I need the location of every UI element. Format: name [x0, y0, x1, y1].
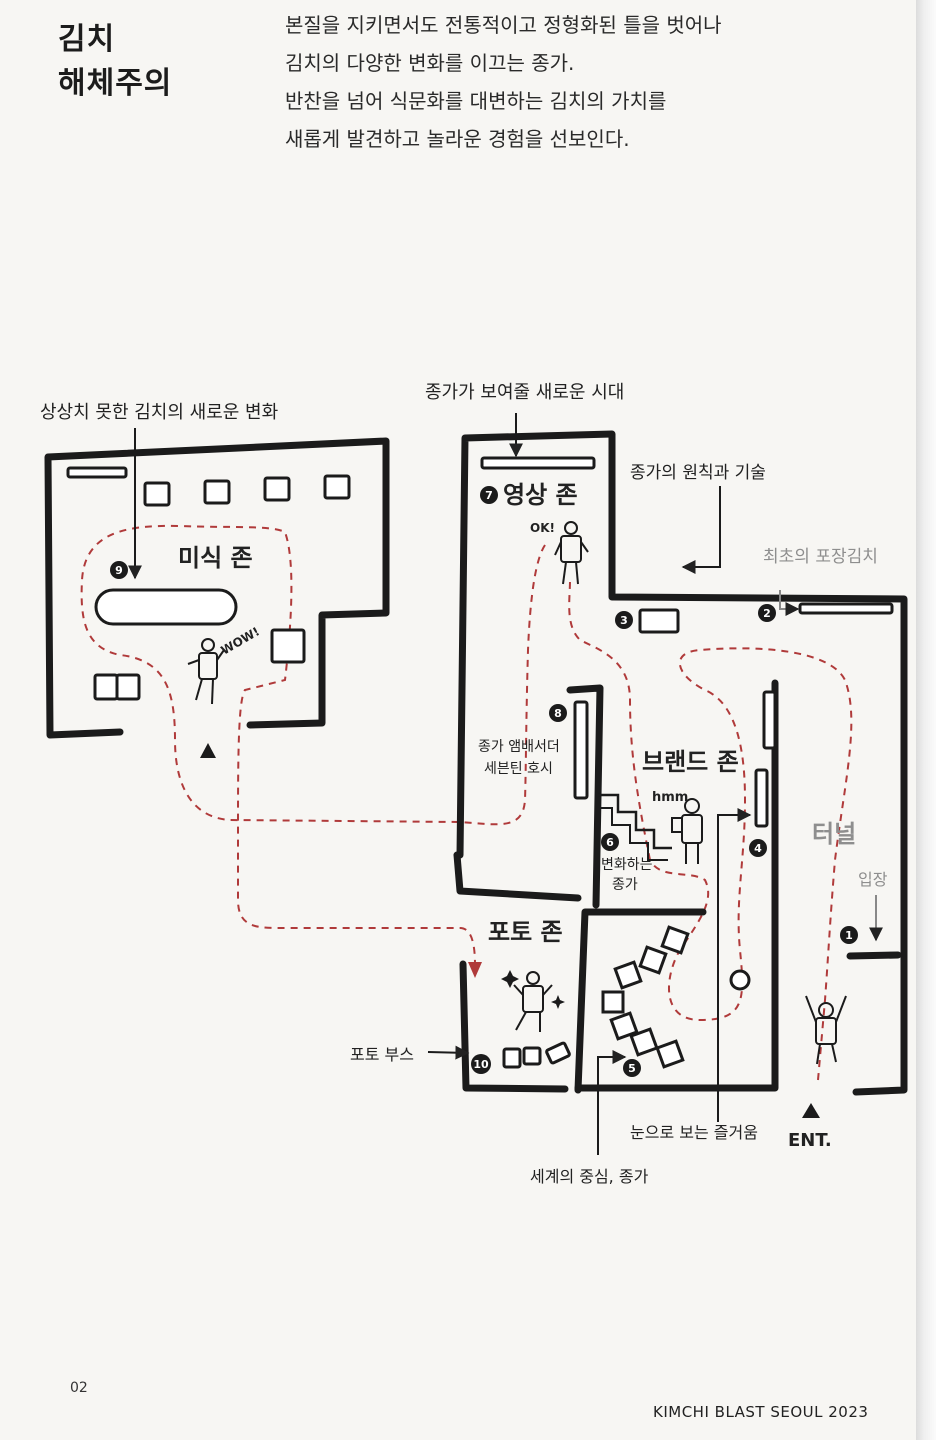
- zone-label-misik: 미식 존: [178, 544, 253, 572]
- page-edge-shadow: [916, 0, 936, 1440]
- callout-entry: 입장: [858, 870, 888, 889]
- intro-line-1: 본질을 지키면서도 전통적이고 정형화된 틀을 벗어나: [285, 13, 722, 37]
- figure-wow: [187, 638, 225, 705]
- page-number: 02: [70, 1380, 88, 1396]
- zone-label-brand: 브랜드 존: [642, 748, 739, 776]
- svg-text:3: 3: [620, 614, 628, 627]
- svg-text:9: 9: [115, 564, 123, 577]
- zone-label-photo: 포토 존: [488, 918, 563, 946]
- callout-new-era: 종가가 보여줄 새로운 시대: [425, 382, 624, 403]
- callout-lines: [128, 413, 883, 1155]
- svg-text:2: 2: [763, 607, 771, 620]
- callout-changing-1: 변화하는: [601, 857, 653, 873]
- exhibit-shapes: [66, 456, 894, 1069]
- callout-visual-joy: 눈으로 보는 즐거움: [630, 1123, 758, 1142]
- page-title: 김치 해체주의: [58, 18, 172, 106]
- entrance-label: ENT.: [788, 1130, 832, 1151]
- exclamation-hmm: hmm: [652, 790, 688, 805]
- svg-text:10: 10: [473, 1058, 489, 1071]
- intro-line-2: 김치의 다양한 변화를 이끄는 종가.: [285, 51, 575, 75]
- zone-label-tunnel: 터널: [812, 820, 856, 848]
- title-line-1: 김치: [58, 22, 116, 57]
- callout-first-packaged: 최초의 포장김치: [763, 547, 878, 567]
- entrance-marker: [802, 1103, 820, 1118]
- figure-hmm: [671, 798, 703, 864]
- intro-line-4: 새롭게 발견하고 놀라운 경험을 선보인다.: [285, 127, 630, 151]
- figure-entrance: [805, 995, 847, 1065]
- exhibition-walls: [44, 430, 908, 1096]
- misik-entry-marker: [200, 743, 216, 758]
- svg-text:1: 1: [845, 929, 853, 942]
- footer-brand: KIMCHI BLAST SEOUL 2023: [653, 1403, 869, 1421]
- svg-text:7: 7: [485, 489, 493, 502]
- callout-principles: 종가의 원칙과 기술: [630, 463, 766, 483]
- title-line-2: 해체주의: [58, 66, 173, 101]
- number-markers: 1 2 3 4 5 6 7 8 9 10: [110, 486, 858, 1077]
- zone-label-video: 영상 존: [503, 481, 578, 509]
- svg-text:8: 8: [554, 707, 562, 720]
- callout-ambassador-1: 종가 앰배서더: [478, 739, 560, 755]
- callout-photo-booth: 포토 부스: [350, 1045, 414, 1064]
- intro-line-3: 반찬을 넘어 식문화를 대변하는 김치의 가치를: [285, 89, 667, 113]
- figure-ok: [554, 521, 589, 585]
- figure-photo: [501, 970, 565, 1032]
- svg-text:5: 5: [628, 1062, 636, 1075]
- intro-paragraph: 본질을 지키면서도 전통적이고 정형화된 틀을 벗어나 김치의 다양한 변화를 …: [285, 6, 885, 158]
- exclamation-wow: WOW!: [219, 624, 263, 657]
- callout-ambassador-2: 세븐틴 호시: [484, 761, 553, 777]
- svg-text:6: 6: [606, 836, 614, 849]
- callout-world-center: 세계의 중심, 종가: [530, 1167, 649, 1186]
- route-arrowhead: [468, 962, 482, 978]
- svg-text:4: 4: [754, 842, 762, 855]
- callout-changing-2: 종가: [612, 877, 638, 893]
- stairs-graphic: [598, 793, 672, 850]
- exclamation-ok: OK!: [530, 521, 555, 535]
- callout-unexpected-change: 상상치 못한 김치의 새로운 변화: [40, 402, 278, 423]
